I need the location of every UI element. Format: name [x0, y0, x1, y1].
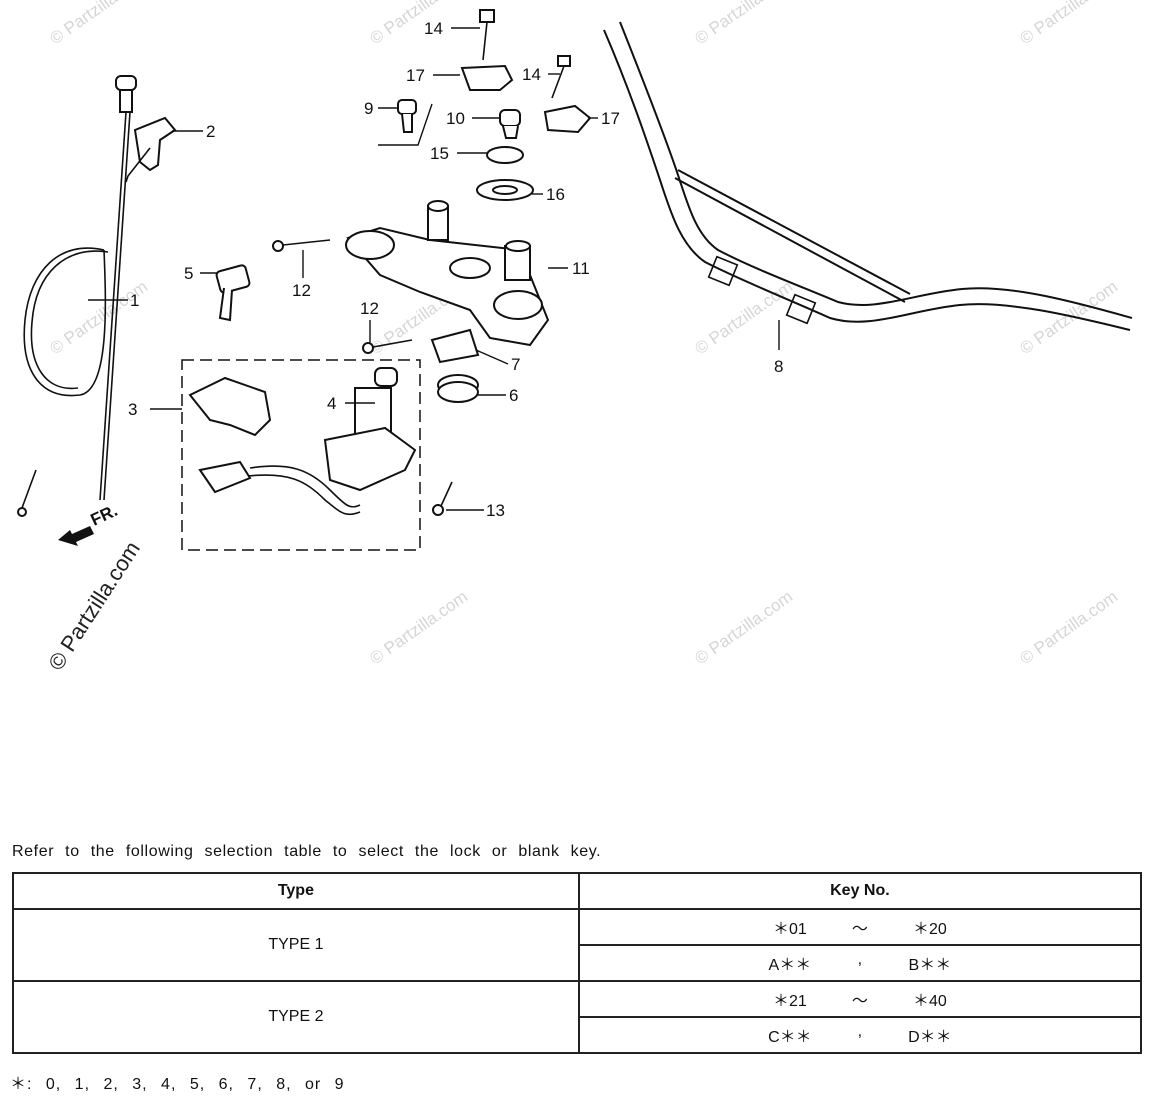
callout-13: 13 [486, 501, 505, 520]
callout-9: 9 [364, 99, 373, 118]
key-blank-a: A＊＊ [768, 957, 812, 974]
table-row: C＊＊ , D＊＊ [13, 1016, 1143, 1054]
watermark: © Partzilla.com [46, 277, 151, 358]
callout-3: 3 [128, 400, 137, 419]
type-cell: TYPE 1 [12, 908, 580, 982]
table-header-row: Type Key No. [12, 872, 1143, 910]
top-bridge [345, 200, 550, 347]
callout-7: 7 [511, 355, 520, 374]
watermark-prominent: © Partzilla.com [43, 537, 145, 675]
watermark: © Partzilla.com [366, 0, 471, 48]
type-cell: TYPE 2 [12, 980, 580, 1054]
key-cell: ＊01 ～ ＊20 [577, 908, 1143, 946]
callout-8: 8 [774, 357, 783, 376]
parts-diagram: © Partzilla.com © Partzilla.com © Partzi… [17, 0, 1133, 675]
callout-17a: 17 [406, 66, 425, 85]
callout-2: 2 [206, 122, 215, 141]
key-blank-b: B＊＊ [908, 957, 952, 974]
callout-16: 16 [546, 185, 565, 204]
key-range-start: ＊01 [772, 921, 807, 938]
key-range-start: ＊21 [772, 993, 807, 1010]
watermark: © Partzilla.com [1016, 0, 1121, 48]
callout-10: 10 [446, 109, 465, 128]
leader-lines [88, 27, 780, 511]
callout-12a: 12 [292, 281, 311, 300]
callout-1: 1 [130, 291, 139, 310]
key [215, 264, 251, 322]
key-blank-d: D＊＊ [908, 1029, 952, 1046]
choke-cable [17, 75, 137, 517]
watermark: © Partzilla.com [366, 587, 471, 668]
key-range-end: ＊20 [912, 921, 947, 938]
header-type: Type [12, 872, 580, 910]
table-row: TYPE 1 ＊01 ～ ＊20 [12, 908, 1143, 982]
watermark: © Partzilla.com [691, 0, 796, 48]
key-blank-c: C＊＊ [768, 1029, 812, 1046]
key-cell: A＊＊ , B＊＊ [577, 944, 1143, 982]
front-direction-arrow: FR. [58, 501, 121, 546]
watermark-layer: © Partzilla.com © Partzilla.com © Partzi… [43, 0, 1121, 675]
callout-5: 5 [184, 264, 193, 283]
footnote: ＊: 0, 1, 2, 3, 4, 5, 6, 7, 8, or 9 [10, 1076, 345, 1093]
key-range-sep: ～ [851, 921, 868, 938]
key-blank-sep: , [857, 1023, 863, 1040]
direction-label: FR. [88, 501, 121, 530]
screw [432, 481, 453, 516]
switch-kit-box [181, 359, 421, 551]
ignition-switch [198, 367, 417, 516]
table-row: TYPE 2 ＊21 ～ ＊40 [12, 980, 1143, 1054]
callout-4: 4 [327, 394, 336, 413]
callout-12b: 12 [360, 299, 379, 318]
key-cell: ＊21 ～ ＊40 [577, 980, 1143, 1018]
key-blank-sep: , [857, 951, 863, 968]
key-range-end: ＊40 [912, 993, 947, 1010]
callout-14b: 14 [522, 65, 541, 84]
callout-15: 15 [430, 144, 449, 163]
callout-labels: 1 2 3 4 5 6 7 8 9 10 11 12 12 13 14 14 1… [128, 19, 783, 520]
handlebar [603, 21, 1133, 331]
bridge-bolts [272, 239, 413, 354]
callout-14a: 14 [424, 19, 443, 38]
callout-6: 6 [509, 386, 518, 405]
watermark: © Partzilla.com [46, 0, 151, 48]
switch-cover [188, 376, 272, 437]
key-cell: C＊＊ , D＊＊ [577, 1016, 1143, 1054]
watermark: © Partzilla.com [1016, 587, 1121, 668]
cable-guide-and-grommet [430, 328, 480, 403]
header-key-no: Key No. [577, 872, 1143, 910]
watermark: © Partzilla.com [691, 587, 796, 668]
table-row: A＊＊ , B＊＊ [13, 944, 1143, 982]
callout-11: 11 [572, 259, 590, 278]
key-selection-table: Type Key No. TYPE 1 ＊01 ～ ＊20 A＊＊ , B＊＊ … [12, 872, 1143, 1054]
watermark: © Partzilla.com [691, 277, 796, 358]
key-range-sep: ～ [851, 993, 868, 1010]
selection-intro: Refer to the following selection table t… [12, 843, 602, 860]
cable-bracket [125, 116, 177, 183]
upper-bolts-and-holders [378, 9, 592, 201]
callout-17b: 17 [601, 109, 620, 128]
watermark: © Partzilla.com [1016, 277, 1121, 358]
